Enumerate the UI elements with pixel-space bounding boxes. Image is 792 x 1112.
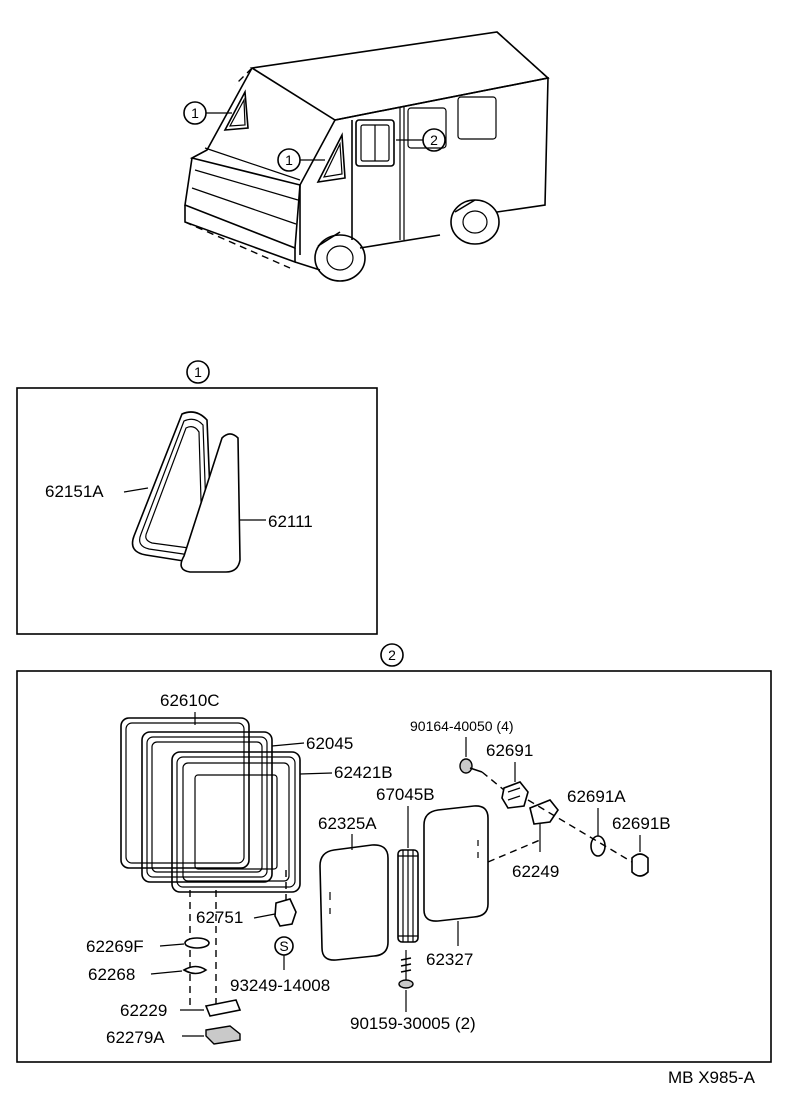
diagram-code: MB X985-A: [668, 1068, 756, 1087]
latch-62691: [501, 781, 529, 809]
label-62279A: 62279A: [106, 1028, 165, 1047]
label-62151A: 62151A: [45, 482, 104, 501]
label-62045: 62045: [306, 734, 353, 753]
section-2: 2 62610C 62045 62421B: [16, 643, 772, 1063]
label-62249: 62249: [512, 862, 559, 881]
label-62111: 62111: [268, 512, 313, 531]
label-62327: 62327: [426, 950, 473, 969]
screw-90159-icon: [398, 950, 414, 989]
label-62610C: 62610C: [160, 691, 220, 710]
stopper-62229: [204, 999, 242, 1017]
front-wheel-icon: [314, 234, 366, 282]
label-62229: 62229: [120, 1001, 167, 1020]
quarter-window-right: [316, 132, 346, 184]
svg-text:1: 1: [194, 364, 202, 380]
quarter-glass-62111: [180, 433, 241, 573]
label-62268: 62268: [88, 965, 135, 984]
quarter-window-left: [223, 89, 249, 131]
knob-62691B: [631, 853, 649, 877]
svg-text:1: 1: [191, 105, 199, 121]
section-1: 1 62151A 62111: [16, 360, 378, 635]
svg-text:2: 2: [430, 132, 438, 148]
latch-62249: [529, 799, 559, 825]
pad-62269F: [184, 937, 210, 949]
label-93249-14008: 93249-14008: [230, 976, 330, 995]
label-62691B: 62691B: [612, 814, 671, 833]
weatherstrip-62421B: [171, 751, 301, 893]
section-1-number: [186, 360, 210, 384]
label-62325A: 62325A: [318, 814, 377, 833]
label-62751: 62751: [196, 908, 243, 927]
pad-62268: [182, 965, 208, 975]
stopper-62279A: [205, 1025, 241, 1045]
section-2-number: [380, 643, 404, 667]
svg-text:S: S: [279, 938, 288, 954]
clip-62751: [274, 898, 297, 927]
label-67045B: 67045B: [376, 785, 435, 804]
glass-run-62045: [141, 731, 273, 883]
glass-62325A: [319, 844, 389, 961]
bolt-90164-icon: [459, 758, 483, 774]
label-62421B: 62421B: [334, 763, 393, 782]
label-62691: 62691: [486, 741, 533, 760]
rear-wheel-icon: [450, 199, 500, 245]
svg-text:1: 1: [285, 152, 293, 168]
label-90164-40050: 90164-40050 (4): [410, 718, 514, 734]
window-frame-62610C: [120, 717, 250, 869]
section-2-frame: [16, 670, 772, 1063]
svg-text:2: 2: [388, 647, 396, 663]
label-62269F: 62269F: [86, 937, 144, 956]
glass-62327: [423, 805, 489, 922]
van-illustration: 1 1 2: [183, 31, 550, 282]
section-1-frame: [16, 387, 378, 635]
sliding-window-outline: [355, 119, 395, 167]
label-62691A: 62691A: [567, 787, 626, 806]
seal-67045B: [397, 849, 419, 943]
label-90159-30005: 90159-30005 (2): [350, 1014, 476, 1033]
